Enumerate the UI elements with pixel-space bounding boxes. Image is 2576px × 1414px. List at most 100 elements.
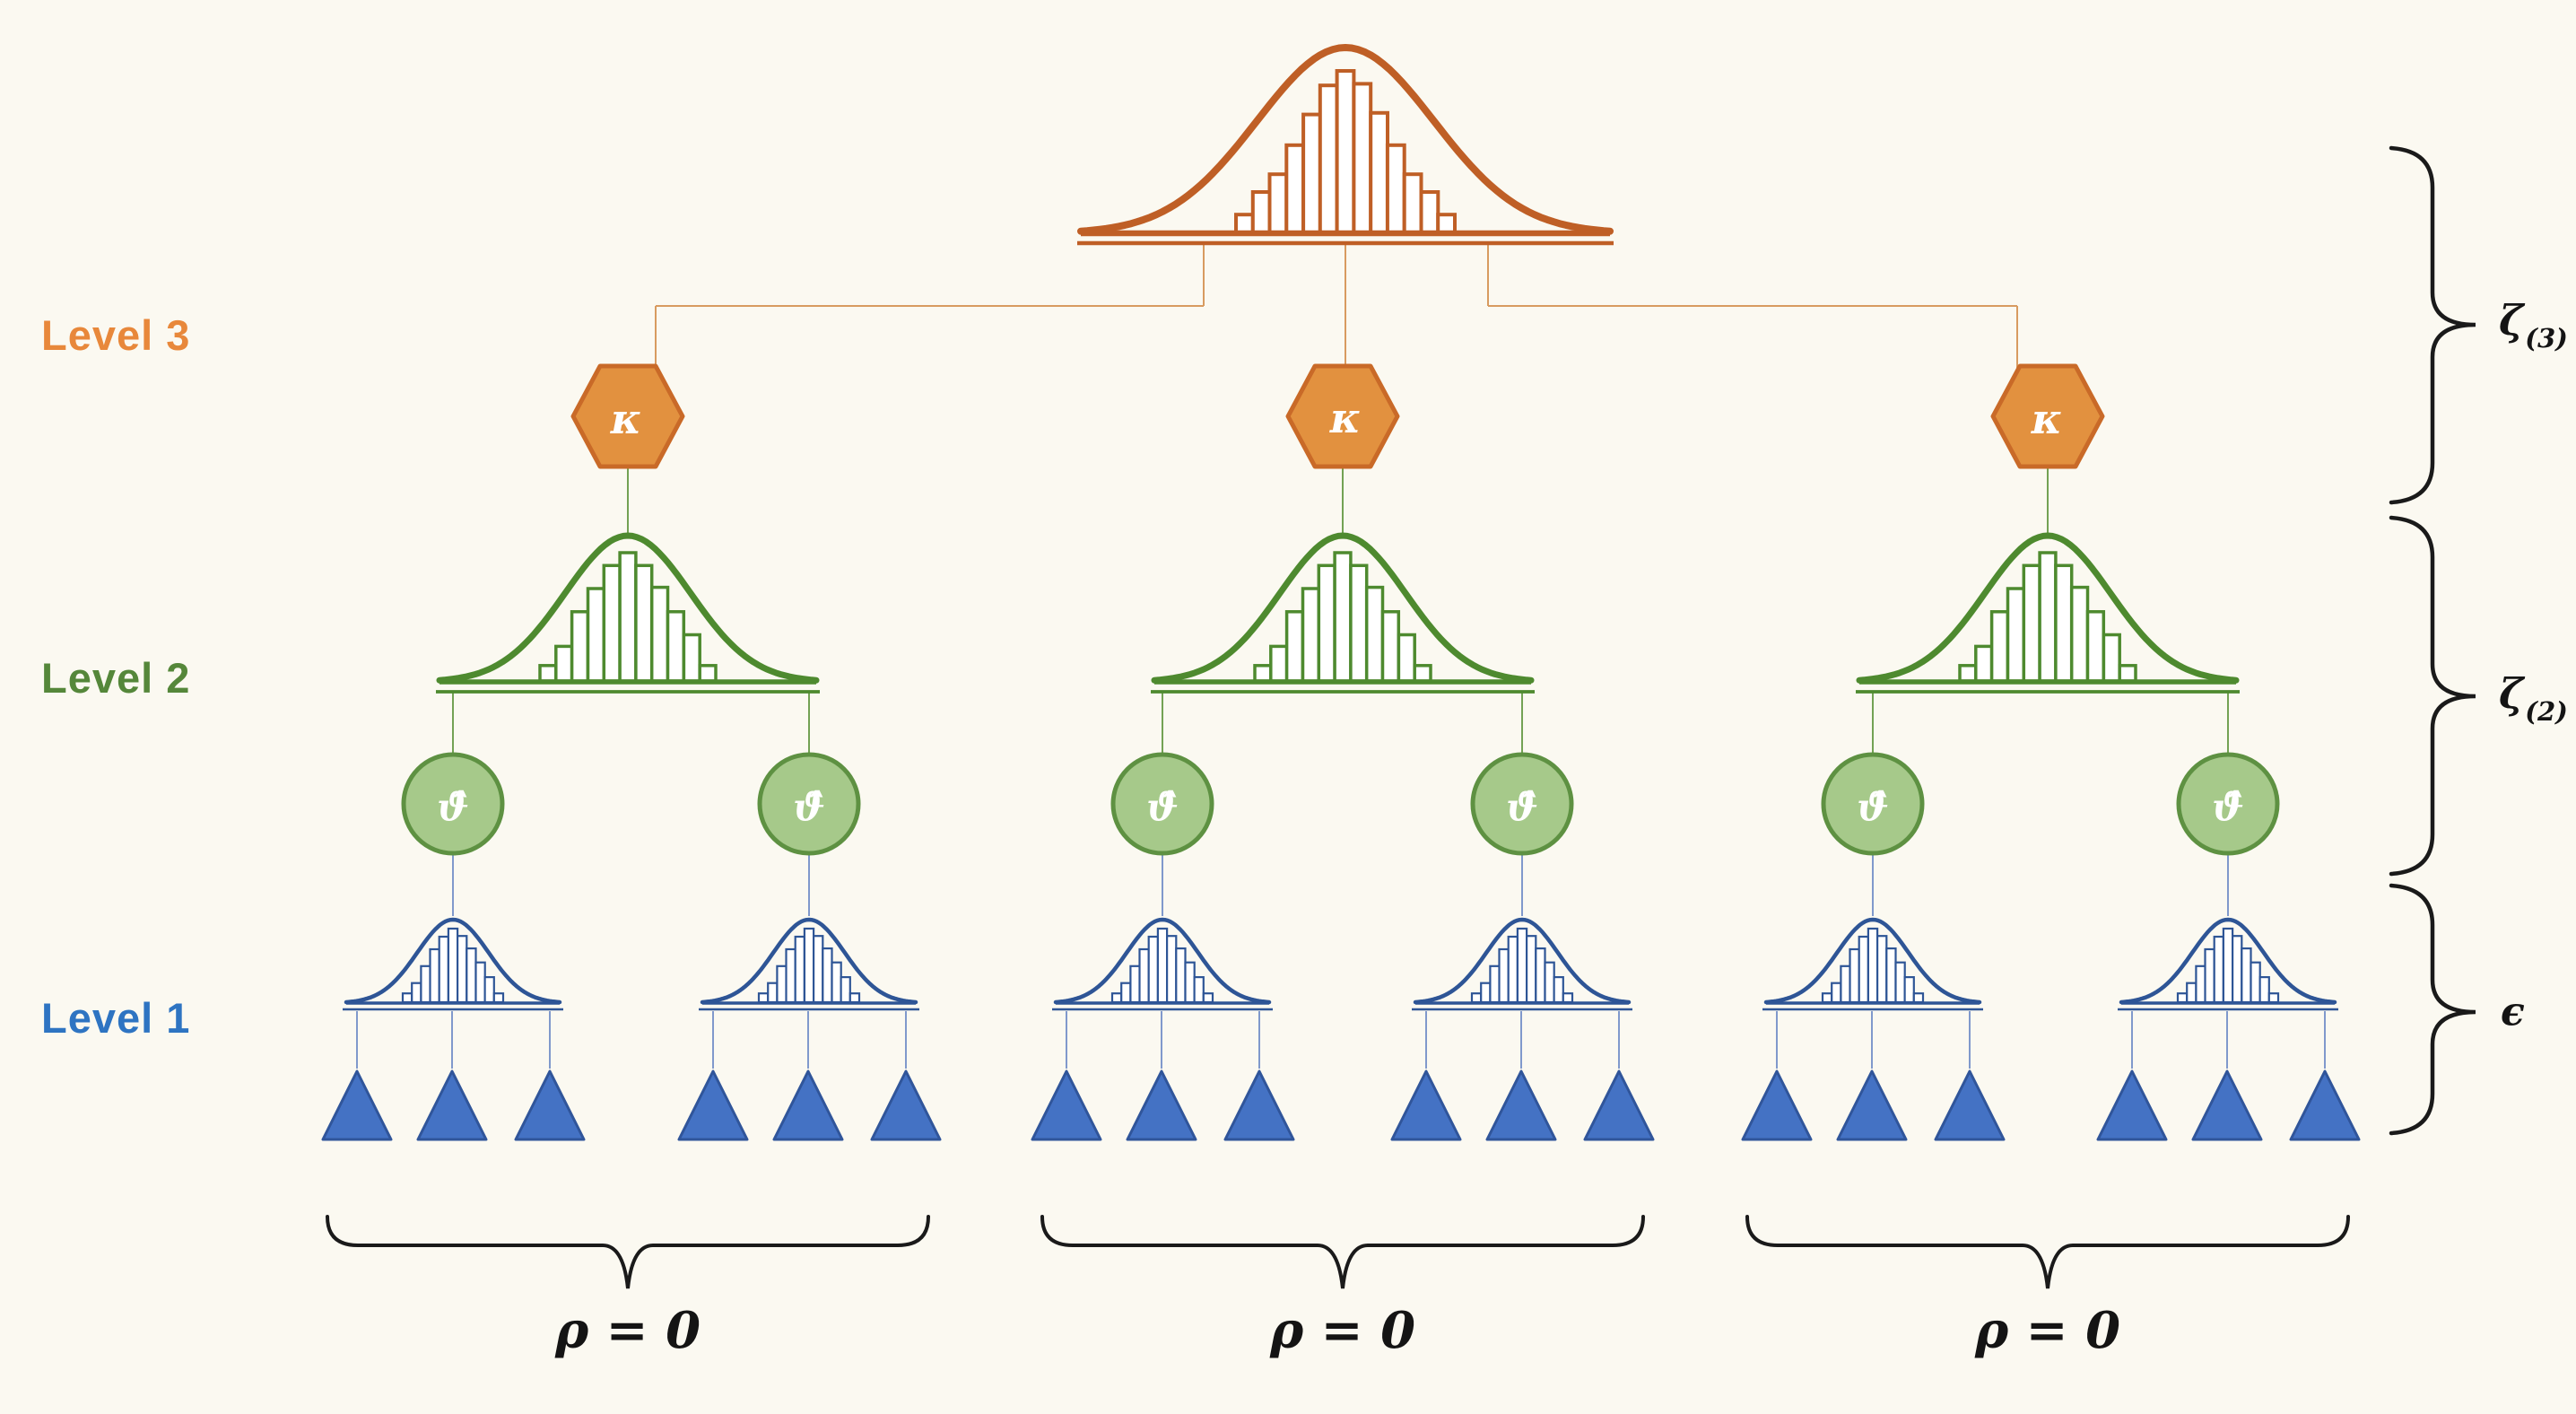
zeta-3-annotation: ζ(3) <box>2499 296 2568 354</box>
level1-distribution-5-hist-bar <box>1903 975 1915 1004</box>
level1-distribution-3-hist-bar <box>1193 975 1205 1004</box>
rho-group-brace-2 <box>1040 1215 1645 1289</box>
observation-triangle-4-2 <box>1485 1069 1557 1141</box>
level1-distribution-1-hist-bar <box>474 961 486 1004</box>
level2-distribution-1-curve <box>436 532 820 684</box>
theta-hat-circle-2 <box>757 752 861 856</box>
rho-label-2: ρ = 0 <box>1269 1301 1416 1360</box>
kappa-hexagon-2 <box>1285 363 1400 469</box>
zeta-2-base: ζ <box>2499 669 2524 718</box>
level3-distribution-hist-bar <box>1267 172 1289 234</box>
level1-distribution-4-hist-bar <box>1480 982 1492 1004</box>
level1-distribution-5-hist-bar <box>1821 992 1833 1004</box>
level1-distribution-1-hist-bar <box>429 947 440 1004</box>
observation-triangle-1-3 <box>514 1069 586 1141</box>
level3-distribution-hist-bar <box>1436 213 1457 234</box>
level1-distribution-6-hist-bar <box>2213 935 2224 1004</box>
level2-distribution-3-hist-bar <box>2022 563 2041 683</box>
zeta-3-base: ζ <box>2499 296 2524 345</box>
kappa-hexagon-1 <box>570 363 685 469</box>
level1-distribution-2-hist-bar <box>840 975 851 1004</box>
observation-triangle-1-1 <box>321 1069 393 1141</box>
zeta-2-subscript: (2) <box>2525 696 2568 727</box>
zeta-3-subscript: (3) <box>2525 323 2568 354</box>
zeta-2-annotation: ζ(2) <box>2499 669 2568 727</box>
level1-distribution-3-hist-bar <box>1147 935 1159 1004</box>
level2-distribution-1-hist-bar <box>586 587 606 683</box>
theta-hat-symbol-6: ϑ̂ <box>2212 785 2244 830</box>
level1-distribution-3-hist-bar <box>1138 947 1150 1004</box>
rho-group-brace-3 <box>1745 1215 2350 1289</box>
level1-distribution-5-hist-bar <box>1858 935 1869 1004</box>
level1-distribution-1-hist-bar <box>401 992 413 1004</box>
level1-distribution-5-curve <box>1763 917 1982 1005</box>
observation-triangle-6-1 <box>2096 1069 2168 1141</box>
theta-hat-symbol-3: ϑ̂ <box>1146 785 1179 830</box>
level2-distribution-2-hist-bar <box>1333 551 1353 683</box>
level2-distribution-3-hist-bar <box>1989 610 2010 683</box>
level1-distribution-2-hist-bar <box>849 992 861 1004</box>
zeta-3-brace <box>2389 145 2476 505</box>
level3-distribution-hist-bar <box>1385 143 1406 234</box>
rho-label-3: ρ = 0 <box>1974 1301 2121 1360</box>
level2-distribution-3-hist-bar <box>2069 585 2090 683</box>
kappa-symbol-2: κ <box>1329 394 1362 442</box>
level2-distribution-2-hist-bar <box>1413 664 1432 683</box>
level1-distribution-6-hist-bar <box>2232 935 2243 1004</box>
level1-distribution-1-hist-bar <box>447 927 459 1004</box>
level1-distribution-2-curve <box>700 917 918 1005</box>
level1-distribution-1-hist-bar <box>420 964 431 1004</box>
theta-hat-circle-6 <box>2176 752 2280 856</box>
level3-distribution-hist-bar <box>1318 83 1339 234</box>
theta-hat-circle-5 <box>1821 752 1925 856</box>
level3-distribution-hist-bar <box>1402 172 1423 234</box>
level1-distribution-5-hist-bar <box>1876 935 1888 1004</box>
level1-distribution-2-hist-bar <box>812 935 824 1004</box>
level2-distribution-2-hist-bar <box>1380 610 1401 683</box>
level1-distribution-1-hist-bar <box>411 982 422 1004</box>
level1-distribution-6-hist-bar <box>2250 961 2261 1004</box>
level2-distribution-3-hist-bar <box>2038 551 2058 683</box>
level3-distribution-hist-bar <box>1352 82 1373 235</box>
level2-distribution-2-hist-bar <box>1397 633 1416 683</box>
theta-hat-circle-3 <box>1110 752 1214 856</box>
level1-distribution-3-hist-bar <box>1110 992 1123 1004</box>
level1-distribution-6-hist-bar <box>2204 947 2215 1004</box>
level2-distribution-2-hist-bar <box>1284 610 1305 683</box>
level1-distribution-3-hist-bar <box>1120 982 1132 1004</box>
level1-distribution-5-hist-bar <box>1912 992 1925 1004</box>
level1-distribution-3-hist-bar <box>1175 947 1187 1004</box>
level1-distribution-1-hist-bar <box>492 992 505 1004</box>
theta-hat-circle-4 <box>1470 752 1574 856</box>
kappa-symbol-3: κ <box>2031 395 2063 443</box>
level2-distribution-1-hist-bar <box>554 644 574 683</box>
level2-distribution-1-hist-bar <box>570 610 590 683</box>
level1-distribution-2-hist-bar <box>757 992 770 1004</box>
level2-distribution-3-hist-bar <box>1974 644 1994 683</box>
level1-distribution-6-hist-bar <box>2258 975 2270 1004</box>
level2-distribution-2-hist-bar <box>1253 664 1273 683</box>
level3-distribution-curve <box>1077 44 1614 235</box>
level1-distribution-3-hist-bar <box>1184 961 1196 1004</box>
level1-distribution-2-hist-bar <box>831 961 842 1004</box>
level2-distribution-2-hist-bar <box>1349 563 1369 683</box>
level3-distribution-hist-bar <box>1234 213 1255 234</box>
observation-triangle-2-1 <box>677 1069 749 1141</box>
level1-distribution-6-hist-bar <box>2186 982 2197 1004</box>
level1-distribution-4-hist-bar <box>1470 992 1483 1004</box>
level2-distribution-3-hist-bar <box>2006 587 2026 683</box>
theta-hat-circle-1 <box>401 752 505 856</box>
observation-triangle-1-2 <box>416 1069 488 1141</box>
level1-distribution-3-hist-bar <box>1129 964 1141 1004</box>
observation-triangle-2-2 <box>772 1069 844 1141</box>
level2-distribution-2-hist-bar <box>1317 563 1336 683</box>
level1-distribution-3-curve <box>1053 917 1272 1005</box>
rho-label-1: ρ = 0 <box>554 1301 701 1360</box>
level2-distribution-3-hist-bar <box>2054 563 2074 683</box>
level2-distribution-3-hist-bar <box>1958 664 1978 683</box>
level1-distribution-1-hist-bar <box>457 935 468 1004</box>
level1-distribution-6-hist-bar <box>2267 992 2280 1004</box>
observation-triangle-3-3 <box>1223 1069 1295 1141</box>
level1-distribution-3-hist-bar <box>1165 935 1178 1004</box>
